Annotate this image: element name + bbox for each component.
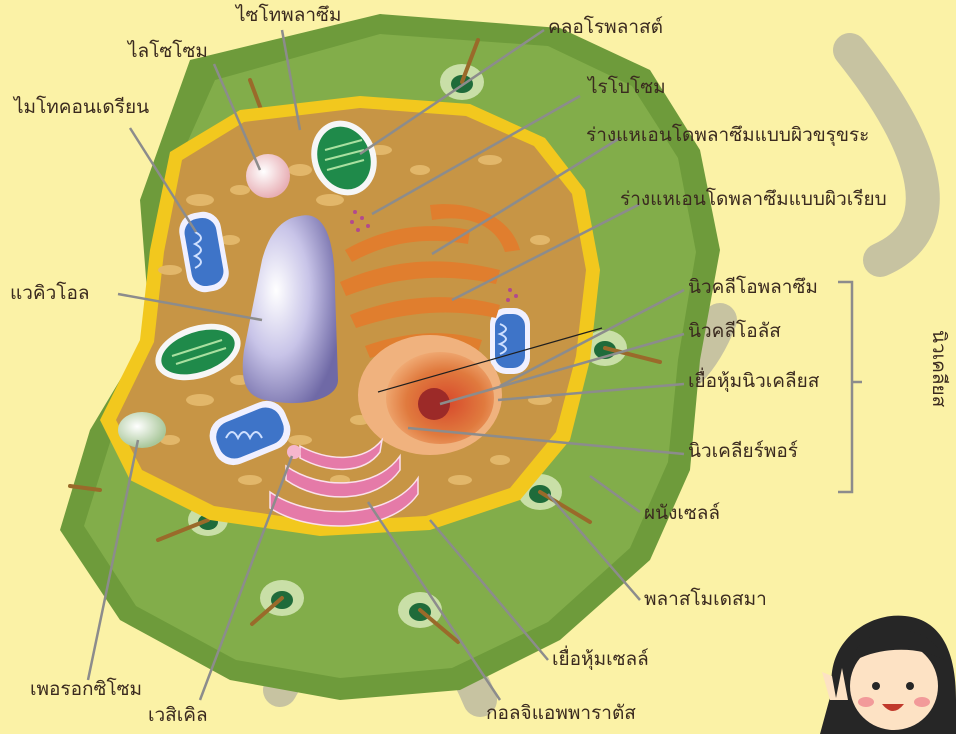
label-nucleoplasm: นิวคลีโอพลาซึม [688, 278, 818, 297]
label-cell-membrane: เยื่อหุ้มเซลล์ [552, 650, 649, 669]
label-ribosome: ไรโบโซม [588, 78, 666, 97]
label-chloroplast: คลอโรพลาสต์ [548, 18, 663, 37]
label-rough-er: ร่างแหเอนโดพลาซึมแบบผิวขรุขระ [586, 126, 869, 145]
label-nucleolus: นิวคลีโอลัส [688, 322, 781, 341]
label-nuclear-pore: นิวเคลียร์พอร์ [688, 442, 798, 461]
lysosome-shape [246, 154, 290, 198]
nucleus-bracket [838, 282, 862, 492]
mascot-girl-illustration [820, 616, 956, 734]
label-lysosome: ไลโซโซม [128, 42, 208, 61]
label-mitochondrion: ไมโทคอนเดรียน [14, 98, 149, 117]
peroxisome-shape [118, 412, 166, 448]
label-nucleus: นิวเคลียส [929, 330, 948, 407]
vesicle-shape [287, 445, 301, 459]
label-nuclear-envelope: เยื่อหุ้มนิวเคลียส [688, 372, 819, 391]
nucleus-shape [358, 335, 502, 455]
label-golgi: กอลจิแอพพาราตัส [486, 704, 636, 723]
label-vesicle: เวสิเคิล [148, 706, 208, 725]
label-vacuole: แวคิวโอล [10, 284, 90, 303]
label-smooth-er: ร่างแหเอนโดพลาซึมแบบผิวเรียบ [620, 190, 887, 209]
label-plasmodesma: พลาสโมเดสมา [644, 590, 767, 609]
label-cell-wall: ผนังเซลล์ [644, 504, 720, 523]
label-cytoplasm: ไซโทพลาซึม [236, 6, 341, 25]
label-peroxisome: เพอรอกซิโซม [30, 680, 142, 699]
